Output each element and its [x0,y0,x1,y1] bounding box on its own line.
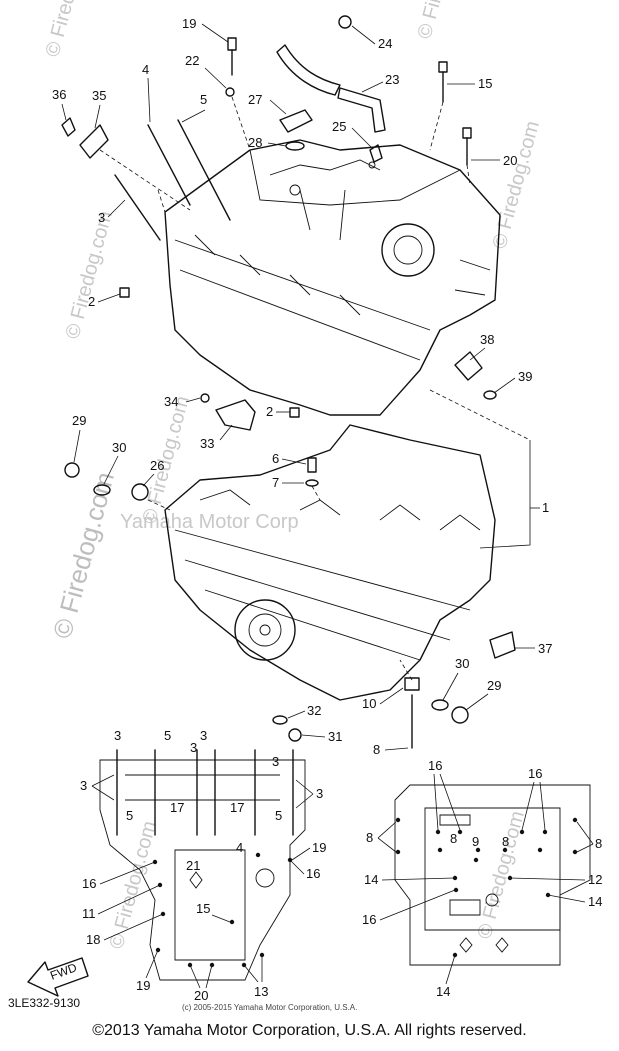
callout-1: 1 [542,500,549,515]
callout-29b: 29 [487,678,501,693]
watermark-text: © Firedog.com [414,0,469,41]
callout-36: 36 [52,87,66,102]
right-label-14: 14 [436,984,450,999]
left-label-19: 19 [312,840,326,855]
callout-27: 27 [248,92,262,107]
upper-fasteners [61,15,497,418]
left-label-17: 17 [170,800,184,815]
callout-23: 23 [385,72,399,87]
callout-37: 37 [538,641,552,656]
callout-4: 4 [142,62,149,77]
left-label-20: 20 [194,988,208,1003]
left-label-19: 19 [136,978,150,993]
callout-33: 33 [200,436,214,451]
right-label-9: 9 [472,834,479,849]
watermark-text: © Firedog.com [42,0,97,59]
left-label-17: 17 [230,800,244,815]
left-label-11: 11 [82,906,96,921]
callout-10: 10 [362,696,376,711]
left-label-16: 16 [82,876,96,891]
callouts: 19 24 22 4 23 15 36 35 5 27 25 28 20 3 2… [52,16,552,757]
left-label-3: 3 [200,728,207,743]
left-bolt-diagram: 3 5 3 3 3 3 3 17 17 5 5 4 19 21 16 16 11… [27,728,326,1003]
callout-32: 32 [307,703,321,718]
inner-copyright: (c) 2005-2015 Yamaha Motor Corporation, … [182,1003,358,1012]
callout-30a: 30 [112,440,126,455]
callout-30b: 30 [455,656,469,671]
right-label-16: 16 [362,912,376,927]
right-label-8: 8 [595,836,602,851]
right-label-12: 12 [588,872,602,887]
watermark-text: © Firedog.com [474,809,529,942]
left-label-3: 3 [190,740,197,755]
right-bolt-diagram: 16 16 8 8 9 8 8 14 12 14 16 14 [362,758,602,999]
left-label-3: 3 [316,786,323,801]
left-label-5: 5 [126,808,133,823]
part-code: 3LE332-9130 [8,996,81,1010]
callout-29a: 29 [72,413,86,428]
footer-copyright: ©2013 Yamaha Motor Corporation, U.S.A. A… [92,1022,527,1039]
left-label-15: 15 [196,901,210,916]
callout-31: 31 [328,729,342,744]
lower-crankcase [64,393,516,749]
callout-15: 15 [478,76,492,91]
right-label-16: 16 [528,766,542,781]
left-label-3: 3 [114,728,121,743]
callout-35: 35 [92,88,106,103]
callout-19: 19 [182,16,196,31]
right-label-8: 8 [502,834,509,849]
upper-crankcase [164,139,501,416]
left-label-21: 21 [186,858,200,873]
left-label-18: 18 [86,932,100,947]
watermark-brand: Yamaha Motor Corp [120,511,299,533]
callout-5: 5 [200,92,207,107]
callout-24: 24 [378,36,392,51]
left-label-3: 3 [80,778,87,793]
callout-25: 25 [332,119,346,134]
callout-3: 3 [98,210,105,225]
right-label-8: 8 [366,830,373,845]
callout-28: 28 [248,135,262,150]
left-label-13: 13 [254,984,268,999]
callout-38: 38 [480,332,494,347]
watermark-text: © Firedog.com [139,394,194,527]
watermark-text: © Firedog.com [47,469,120,642]
right-label-8: 8 [450,831,457,846]
callout-34: 34 [164,394,178,409]
callout-2b: 2 [266,404,273,419]
watermark-text: © Firedog.com [62,209,117,342]
right-label-14: 14 [364,872,378,887]
left-label-5: 5 [164,728,171,743]
callout-26: 26 [150,458,164,473]
left-label-4: 4 [236,840,243,855]
callout-22: 22 [185,53,199,68]
left-label-5: 5 [275,808,282,823]
callout-39: 39 [518,369,532,384]
left-label-3: 3 [272,754,279,769]
right-label-16: 16 [428,758,442,773]
right-label-14: 14 [588,894,602,909]
watermark-text: © Firedog.com [106,819,161,952]
callout-20: 20 [503,153,517,168]
callout-7: 7 [272,475,279,490]
callout-8: 8 [373,742,380,757]
fwd-label: FWD [48,960,79,983]
callout-6: 6 [272,451,279,466]
callout-2a: 2 [88,294,95,309]
left-label-16: 16 [306,866,320,881]
watermark-text: © Firedog.com [489,119,544,252]
assembly-lines [99,96,531,681]
